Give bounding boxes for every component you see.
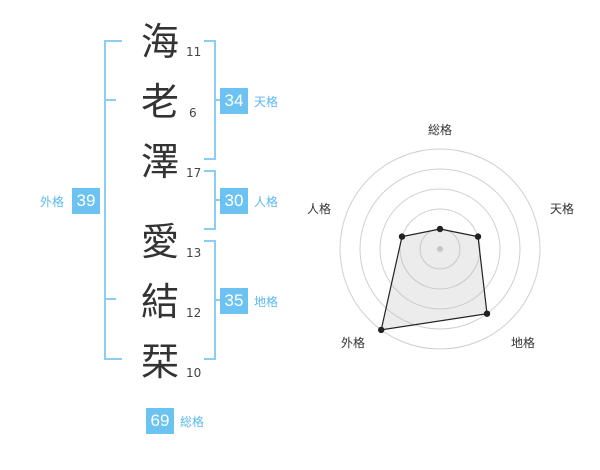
gaikaku-label: 外格 <box>40 195 65 209</box>
gaikaku-value: 39 <box>72 188 100 214</box>
stroke-count-5: 12 <box>186 306 202 320</box>
stroke-count-1: 11 <box>186 45 202 59</box>
gaikaku-bracket-bottom <box>104 358 122 360</box>
radar-ring-3 <box>379 188 501 310</box>
gaikaku-bracket-upper-tick <box>104 99 116 101</box>
name-char-6: 栞 <box>140 340 179 384</box>
radar-point-tenkaku <box>474 233 482 240</box>
tenkaku-label: 天格 <box>254 95 279 109</box>
radar-label-gaikaku: 外格 <box>341 336 366 350</box>
jinkaku-bracket-bottom <box>204 228 216 230</box>
stroke-count-2: 6 <box>189 106 197 120</box>
name-char-2: 老 <box>140 80 179 124</box>
radar-polygon <box>380 228 488 331</box>
radar-label-tenkaku: 天格 <box>550 202 575 216</box>
name-char-1: 海 <box>140 20 179 64</box>
chikaku-label: 地格 <box>254 295 279 309</box>
soukaku-value: 69 <box>146 408 174 434</box>
name-char-5: 結 <box>140 280 179 324</box>
tenkaku-value: 34 <box>220 88 248 114</box>
radar-ring-5 <box>339 148 541 350</box>
soukaku-label: 総格 <box>180 415 205 429</box>
radar-point-soukaku <box>436 225 444 233</box>
stroke-count-6: 10 <box>186 366 202 380</box>
radar-center-dot <box>437 246 443 252</box>
jinkaku-value: 30 <box>220 188 248 214</box>
chikaku-bracket-tick <box>214 299 222 301</box>
radar-label-jinkaku: 人格 <box>307 202 332 216</box>
gaikaku-bracket-lower-tick <box>104 298 116 300</box>
tenkaku-bracket-bottom <box>204 158 216 160</box>
name-char-3: 澤 <box>140 140 179 184</box>
gaikaku-bracket <box>104 40 106 360</box>
chikaku-bracket-top <box>204 240 216 242</box>
chikaku-bracket-bottom <box>204 358 216 360</box>
radar-point-jinkaku <box>398 233 406 240</box>
stroke-count-3: 17 <box>186 166 202 180</box>
radar-point-chikaku <box>483 310 491 317</box>
radar-label-chikaku: 地格 <box>511 336 536 350</box>
radar-label-soukaku: 総格 <box>428 123 453 137</box>
stroke-count-4: 13 <box>186 246 202 260</box>
radar-ring-4 <box>359 168 521 330</box>
chikaku-value: 35 <box>220 288 248 314</box>
jinkaku-bracket-tick <box>214 199 222 201</box>
gaikaku-bracket-top <box>104 40 122 42</box>
tenkaku-bracket-top <box>204 40 216 42</box>
radar-point-gaikaku <box>378 326 385 334</box>
tenkaku-bracket-tick <box>214 99 222 101</box>
name-char-4: 愛 <box>140 220 179 264</box>
jinkaku-label: 人格 <box>254 195 279 209</box>
jinkaku-bracket-top <box>204 170 216 172</box>
